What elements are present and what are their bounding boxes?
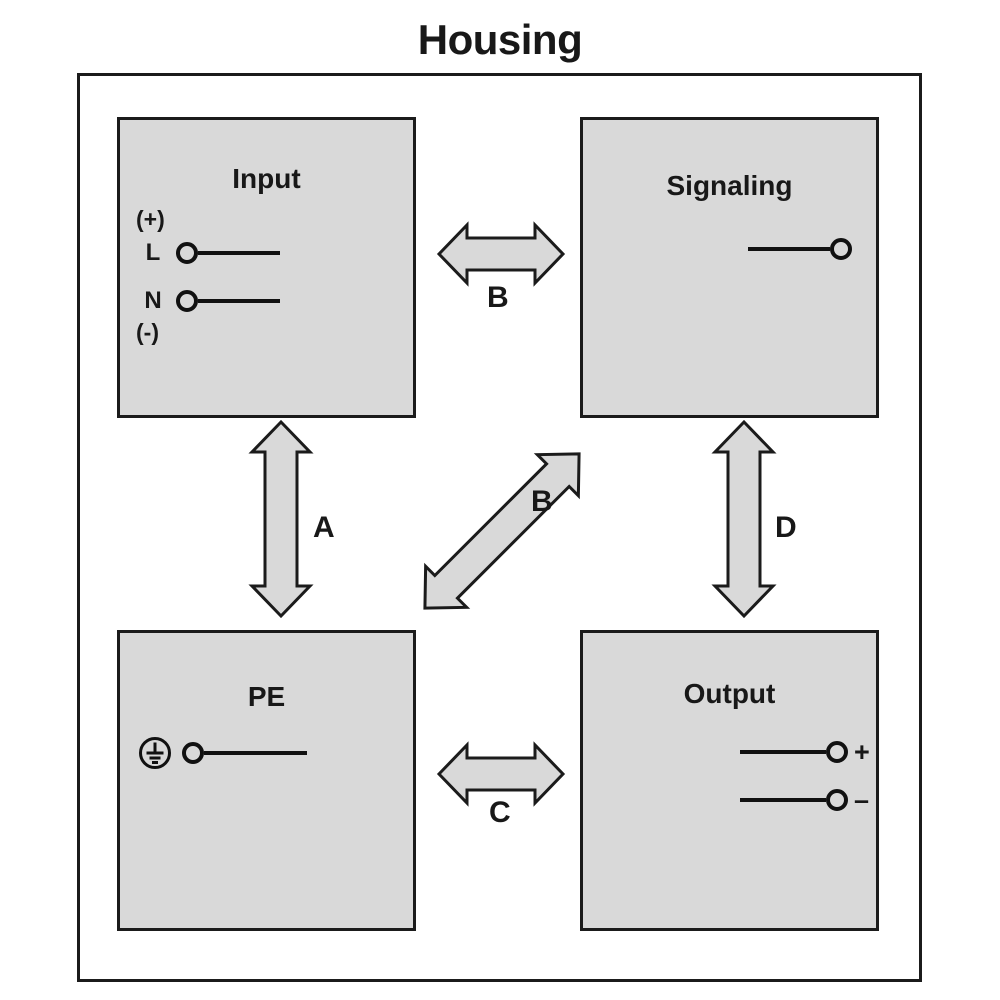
output-terminal-plus-label: + [854, 736, 870, 767]
block-signaling-title: Signaling [666, 170, 793, 201]
arrow-b-input-signaling [436, 221, 566, 287]
terminal-wire [198, 251, 280, 255]
input-terminal-n-label: N [144, 287, 162, 314]
block-output-title: Output [683, 678, 776, 709]
terminal-wire [740, 798, 826, 802]
terminal-dot-icon [830, 238, 852, 260]
terminal-wire [204, 751, 307, 755]
arrow-label-b-diagonal: B [531, 485, 553, 518]
terminal-dot-icon [176, 290, 198, 312]
terminal-wire [748, 247, 830, 251]
terminal-row: + [740, 737, 870, 767]
terminal-row: N [140, 286, 280, 316]
arrow-b-input-output [423, 452, 581, 610]
arrow-label-d: D [775, 511, 797, 544]
block-pe-title: PE [247, 681, 286, 712]
arrow-label-c: C [489, 796, 511, 829]
terminal-wire [198, 299, 280, 303]
block-signaling[interactable]: Signaling [580, 117, 879, 418]
terminal-dot-icon [176, 242, 198, 264]
page-title: Housing [417, 16, 583, 63]
block-output[interactable]: Output + – [580, 630, 879, 931]
arrow-label-b-top: B [487, 281, 509, 314]
terminal-dot-icon [826, 789, 848, 811]
terminal-row [748, 234, 852, 264]
terminal-row [138, 737, 307, 769]
block-input-title: Input [232, 163, 301, 194]
input-polarity-minus-label: (-) [136, 319, 159, 345]
output-terminal-minus-label: – [854, 784, 870, 815]
terminal-dot-icon [826, 741, 848, 763]
terminal-dot-icon [182, 742, 204, 764]
protective-earth-icon [139, 737, 171, 769]
terminal-row: – [740, 785, 869, 815]
arrow-label-a: A [313, 511, 335, 544]
block-input[interactable]: Input (+) L N (-) [117, 117, 416, 418]
terminal-wire [740, 750, 826, 754]
arrow-c-pe-output [436, 741, 566, 807]
input-terminal-l-label: L [145, 239, 161, 266]
terminal-row: L [140, 238, 280, 268]
input-polarity-plus-label: (+) [136, 206, 165, 232]
arrow-a-input-pe [248, 419, 314, 619]
block-pe[interactable]: PE [117, 630, 416, 931]
arrow-d-signaling-output [711, 419, 777, 619]
